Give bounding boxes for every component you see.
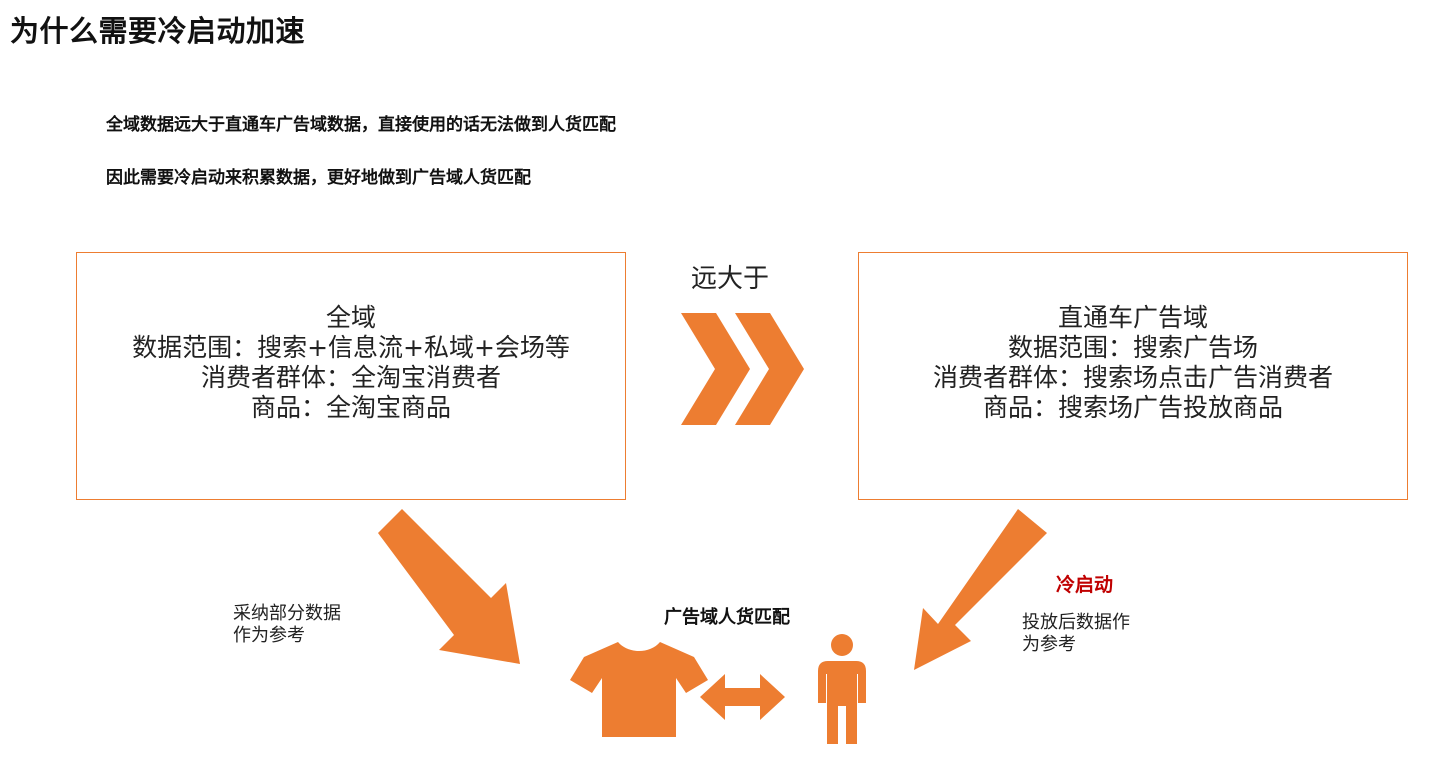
- left-note-line-1: 采纳部分数据: [233, 603, 341, 624]
- double-chevron-right-icon: [681, 313, 804, 425]
- left-note: 采纳部分数据 作为参考: [233, 603, 341, 647]
- relation-label: 远大于: [691, 264, 770, 294]
- cold-start-label: 冷启动: [1056, 574, 1114, 596]
- right-note-line-1: 投放后数据作: [1022, 612, 1130, 633]
- left-down-arrow-icon: [378, 509, 520, 664]
- global-domain-box: 全域 数据范围：搜索+信息流+私域+会场等 消费者群体：全淘宝消费者 商品：全淘…: [76, 252, 626, 500]
- left-note-line-2: 作为参考: [233, 625, 305, 646]
- ad-domain-box: 直通车广告域 数据范围：搜索广告场 消费者群体：搜索场点击广告消费者 商品：搜索…: [858, 252, 1408, 500]
- tshirt-icon: [570, 642, 708, 737]
- global-data-scope: 数据范围：搜索+信息流+私域+会场等: [132, 333, 570, 362]
- ad-data-scope: 数据范围：搜索广告场: [1007, 333, 1258, 362]
- ad-products: 商品：搜索场广告投放商品: [982, 393, 1283, 422]
- global-domain-title: 全域: [325, 303, 376, 332]
- global-consumer-group: 消费者群体：全淘宝消费者: [200, 363, 501, 392]
- right-note-line-2: 为参考: [1022, 634, 1076, 655]
- page-title: 为什么需要冷启动加速: [10, 14, 306, 48]
- right-note: 投放后数据作 为参考: [1022, 612, 1130, 656]
- subtitle-1: 全域数据远大于直通车广告域数据，直接使用的话无法做到人货匹配: [106, 115, 616, 135]
- ad-consumer-group: 消费者群体：搜索场点击广告消费者: [932, 363, 1333, 392]
- ad-domain-matching-label: 广告域人货匹配: [664, 607, 790, 628]
- ad-domain-title: 直通车广告域: [1057, 303, 1208, 332]
- global-products: 商品：全淘宝商品: [250, 393, 451, 422]
- person-icon: [818, 634, 866, 744]
- double-arrow-icon: [700, 674, 785, 720]
- subtitle-2: 因此需要冷启动来积累数据，更好地做到广告域人货匹配: [106, 168, 531, 188]
- right-down-arrow-icon: [914, 509, 1047, 670]
